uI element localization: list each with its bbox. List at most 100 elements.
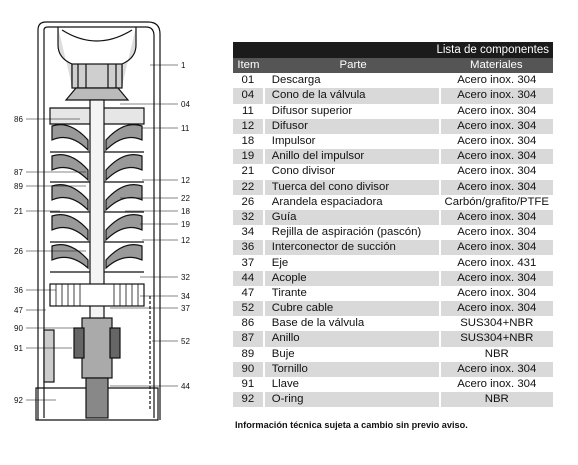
callout-92: 92 [14, 396, 23, 405]
callout-12-a: 12 [181, 176, 190, 185]
callout-34: 34 [181, 292, 190, 301]
cell-part: Guía [263, 209, 441, 226]
cell-part: Tuerca del cono divisor [263, 179, 441, 195]
disclaimer-note: Información técnica sujeta a cambio sin … [235, 420, 468, 430]
cell-item: 22 [233, 179, 265, 195]
callout-26: 26 [14, 247, 23, 256]
cell-material: Acero inox. 431 [439, 255, 553, 271]
cell-material: Acero inox. 304 [439, 225, 553, 241]
cell-part: Cono de la válvula [263, 88, 441, 104]
cell-part: Descarga [263, 73, 441, 89]
callout-22: 22 [181, 194, 190, 203]
cell-item: 21 [233, 164, 265, 180]
cell-item: 04 [233, 88, 265, 104]
cell-part: Arandela espaciadora [263, 194, 441, 210]
cell-item: 37 [233, 255, 265, 271]
cell-item: 11 [233, 103, 265, 119]
callout-52: 52 [181, 337, 190, 346]
cell-part: Anillo del impulsor [263, 149, 441, 165]
cell-part: O-ring [263, 392, 441, 408]
coupling [81, 317, 113, 379]
callout-21: 21 [14, 207, 23, 216]
outer-casing [37, 21, 161, 420]
cell-part: Tirante [263, 285, 441, 301]
cell-material: Acero inox. 304 [439, 209, 553, 226]
cell-item: 12 [233, 118, 265, 134]
cell-part: Eje [263, 255, 441, 271]
cell-item: 52 [233, 301, 265, 317]
cell-item: 01 [233, 73, 265, 89]
table-title-row: Lista de componentes [233, 42, 553, 58]
cell-item: 36 [233, 240, 265, 256]
cell-material: Acero inox. 304 [439, 73, 553, 89]
cell-part: Impulsor [263, 133, 441, 150]
table-title: Lista de componentes [233, 42, 553, 58]
cell-item: 91 [233, 376, 265, 393]
suction-strainer [49, 283, 145, 307]
callout-89: 89 [14, 182, 23, 191]
cell-item: 87 [233, 331, 265, 347]
cell-part: Difusor [263, 118, 441, 134]
cell-material: NBR [439, 346, 553, 362]
callout-47: 47 [14, 306, 23, 315]
header-material: Materiales [439, 58, 553, 74]
callout-11: 11 [181, 124, 190, 133]
cell-item: 44 [233, 270, 265, 286]
tie-rod [43, 329, 55, 383]
cell-part: Difusor superior [263, 103, 441, 119]
cell-item: 19 [233, 149, 265, 165]
cell-material: SUS304+NBR [439, 316, 553, 332]
cell-material: Acero inox. 304 [439, 103, 553, 119]
cell-part: Interconector de succión [263, 240, 441, 256]
components-table: Lista de componentes Item Parte Material… [233, 42, 553, 408]
cell-part: Anillo [263, 331, 441, 347]
cell-material: Acero inox. 304 [439, 270, 553, 286]
motor-top [35, 387, 159, 421]
cell-material: Acero inox. 304 [439, 301, 553, 317]
cell-part: Acople [263, 270, 441, 286]
cell-item: 92 [233, 392, 265, 408]
cell-item: 32 [233, 209, 265, 226]
cell-part: Rejilla de aspiración (pascón) [263, 225, 441, 241]
cell-item: 47 [233, 285, 265, 301]
cell-material: NBR [439, 392, 553, 408]
valve-cone [64, 87, 130, 101]
cell-part: Cono divisor [263, 164, 441, 180]
callout-36: 36 [14, 286, 23, 295]
cell-part: Buje [263, 346, 441, 362]
cell-part: Tornillo [263, 361, 441, 377]
cell-item: 86 [233, 316, 265, 332]
cell-material: SUS304+NBR [439, 331, 553, 347]
cell-material: Acero inox. 304 [439, 240, 553, 256]
callout-91: 91 [14, 344, 23, 353]
cell-item: 34 [233, 225, 265, 241]
callout-19: 19 [181, 220, 190, 229]
cell-item: 26 [233, 194, 265, 210]
pump-cross-section-diagram: 1 04 11 12 22 18 19 12 32 34 37 52 44 86… [14, 21, 190, 421]
callout-12-b: 12 [181, 236, 190, 245]
cell-part: Base de la válvula [263, 316, 441, 332]
cell-material: Acero inox. 304 [439, 118, 553, 134]
callout-87: 87 [14, 168, 23, 177]
cell-item: 90 [233, 361, 265, 377]
cell-material: Acero inox. 304 [439, 133, 553, 150]
callout-44: 44 [181, 382, 190, 391]
header-part: Parte [263, 58, 440, 74]
